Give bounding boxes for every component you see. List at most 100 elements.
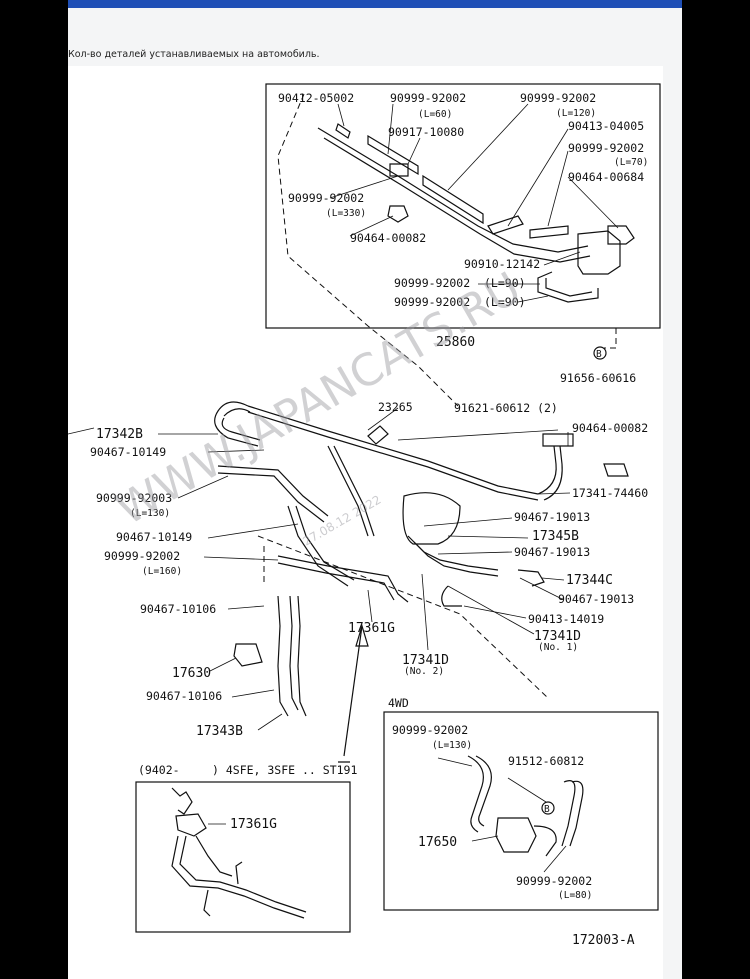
4wd-circle-b-marker: [541, 801, 555, 815]
label-17341-74460: 17341-74460: [572, 486, 648, 500]
label-90999-92002-l120: 90999-92002: [520, 91, 596, 105]
clamp-90464-00082: [603, 463, 629, 477]
label-90413-14019: 90413-14019: [528, 612, 604, 626]
dash-link-right: [604, 328, 617, 349]
label-17341d-no1: 17341D: [534, 629, 581, 644]
label-l160: (L=160): [142, 566, 182, 577]
sensor-17630: [233, 643, 263, 667]
clamp-90464-00082: [387, 205, 409, 223]
label-l330: (L=330): [326, 208, 366, 219]
circle-b-marker: [593, 346, 607, 360]
label-90999-92003: 90999-92003: [96, 491, 172, 505]
label-90467-19013-c: 90467-19013: [558, 592, 634, 606]
connector-17341-74460: [542, 433, 574, 447]
4wd-label-17650: 17650: [418, 835, 457, 850]
4wd-label-l80: (L=80): [558, 890, 592, 901]
label-l120: (L=120): [556, 108, 596, 119]
hose-segment-70: [529, 225, 569, 239]
inset-title-end: ) 4SFE, 3SFE .. ST191: [212, 763, 357, 777]
main-assembly: B 91656-60616: [68, 346, 648, 763]
quantity-caption: Кол-во деталей устанавливаемых на автомо…: [68, 49, 320, 60]
label-90413-04005: 90413-04005: [568, 119, 644, 133]
union-fitting: [335, 123, 351, 139]
label-90464-00082: 90464-00082: [572, 421, 648, 435]
fuel-line-long-outer: [247, 411, 539, 501]
label-90467-19013-b: 90467-19013: [514, 545, 590, 559]
label-l90b: (L=90): [484, 295, 526, 309]
clip-23265: [367, 425, 389, 445]
fuel-line-bend-outer: [543, 445, 563, 501]
dash-link-diagonal: [257, 535, 549, 699]
label-17361g: 17361G: [348, 621, 395, 636]
4wd-label-91512-60812: 91512-60812: [508, 754, 584, 768]
inset-fitting-top: [171, 787, 193, 815]
label-17344c: 17344C: [566, 573, 613, 588]
label-23265: 23265: [378, 400, 413, 414]
direction-arrow-head: [338, 623, 369, 763]
top-detail-box: 90412-05002 90999-92002 (L=60) 90999-920…: [265, 83, 661, 329]
dash-link-left: [277, 93, 459, 407]
inset-title-start: (9402-: [138, 763, 180, 777]
4wd-hose-l80: [561, 780, 576, 847]
label-90412-05002: 90412-05002: [278, 91, 354, 105]
hose-17343b: [277, 595, 289, 717]
label-90999-92002-l90a: 90999-92002: [394, 276, 470, 290]
label-l130: (L=130): [130, 508, 170, 519]
label-90467-10106-a: 90467-10106: [140, 602, 216, 616]
watermark-sub: 27.08.12 2022: [301, 493, 384, 549]
vsv-17650: [495, 817, 537, 853]
parts-diagram: 90412-05002 90999-92002 (L=60) 90999-920…: [68, 83, 661, 948]
inset-label-17361g: 17361G: [230, 817, 277, 832]
hose-l90-b: [545, 278, 593, 297]
top-accent-bar: [68, 0, 682, 8]
parts-diagram-sheet: 90412-05002 90999-92002 (L=60) 90999-920…: [68, 66, 663, 979]
label-17343b: 17343B: [196, 724, 243, 739]
vsv-body: [533, 825, 557, 857]
st191-inset-box: (9402- ) 4SFE, 3SFE .. ST191 17361G: [135, 763, 357, 933]
4wd-box-frame: [383, 711, 659, 911]
4wd-label-90999-92002-l80: 90999-92002: [516, 874, 592, 888]
hose-90999-92003: [217, 465, 329, 517]
hose-main-upper: [287, 505, 349, 587]
label-17345b: 17345B: [532, 529, 579, 544]
label-91621-60612: 91621-60612 (2): [454, 401, 558, 415]
label-no2: (No. 2): [404, 666, 444, 677]
label-90999-92002-l90b: 90999-92002: [394, 295, 470, 309]
inset-bracket: [175, 813, 207, 837]
vsv-valve-90910: [577, 230, 621, 275]
label-90467-10106-b: 90467-10106: [146, 689, 222, 703]
feed-pipe: [327, 445, 369, 537]
label-no1: (No. 1): [538, 642, 578, 653]
label-90467-10149-b: 90467-10149: [116, 530, 192, 544]
label-91656-60616: 91656-60616: [560, 371, 636, 385]
hose-segment-330: [422, 174, 484, 225]
bracket-90464-00684: [607, 225, 635, 245]
diagram-id: 172003-A: [572, 933, 635, 948]
hose-l90-a: [537, 271, 599, 303]
4wd-detail-box: 4WD B 90999-92002 (L=130) 91512-60812 17…: [383, 696, 659, 911]
hose-segment-60: [367, 134, 419, 176]
hose-17344c: [517, 569, 545, 587]
label-l60: (L=60): [418, 109, 452, 120]
label-17341d-no2: 17341D: [402, 653, 449, 668]
label-90999-92002-l330: 90999-92002: [288, 191, 364, 205]
top-box-frame: [265, 83, 661, 329]
direction-arrow-shaft: [343, 625, 363, 757]
label-90917-10080: 90917-10080: [388, 125, 464, 139]
connector-90917: [389, 163, 409, 177]
hose-long-outer: [323, 137, 591, 263]
inset-box-frame: [135, 781, 351, 933]
inset-pipe-17361g: [171, 835, 305, 919]
label-90464-00082-top: 90464-00082: [350, 231, 426, 245]
4wd-hose-l130: [467, 755, 484, 833]
circle-b-letter: B: [596, 349, 602, 360]
hose-segment-120: [487, 215, 524, 235]
fuel-line-long: [247, 405, 539, 495]
hose-90413-14019: [441, 585, 462, 607]
label-90467-19013-a: 90467-19013: [514, 510, 590, 524]
label-90467-10149-a: 90467-10149: [90, 445, 166, 459]
fuel-line-bend: [537, 445, 557, 495]
4wd-label-l130: (L=130): [432, 740, 472, 751]
label-17630: 17630: [172, 666, 211, 681]
